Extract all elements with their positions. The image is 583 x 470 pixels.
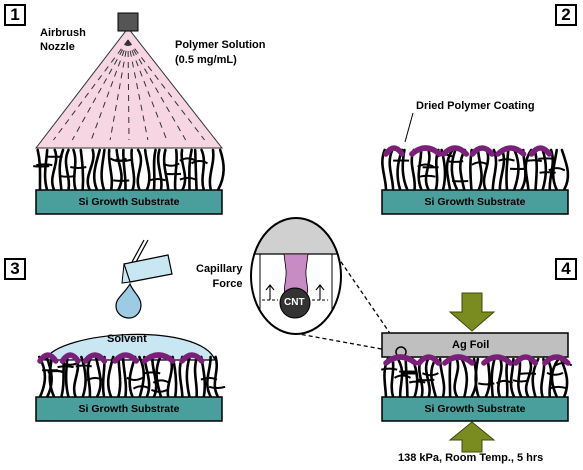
step-4-badge: 4 (555, 258, 577, 280)
panel-4 (380, 292, 573, 453)
substrate-1 (35, 189, 223, 215)
spray-dashes (53, 39, 205, 141)
inset-leader-bottom (287, 331, 399, 353)
substrate-label-4: Si Growth Substrate (424, 403, 526, 415)
polymer-coating-2 (383, 145, 553, 157)
substrate-2 (381, 189, 569, 215)
cnt-forest-1 (33, 148, 225, 192)
airbrush-nozzle (117, 12, 139, 32)
substrate-label-2: Si Growth Substrate (424, 196, 526, 208)
substrate-4 (381, 396, 569, 422)
cnt-forest-3 (38, 355, 226, 399)
solvent-droplet (115, 282, 142, 319)
polymer-coating-3 (37, 352, 205, 364)
nozzle-label: Airbrush Nozzle (40, 27, 86, 53)
pressure-arrow-bottom (448, 421, 496, 453)
panel-1 (33, 12, 225, 215)
solvent-label: Solvent (107, 333, 147, 345)
ag-foil-label: Ag Foil (452, 339, 490, 351)
substrate-label-3: Si Growth Substrate (78, 403, 180, 415)
polymer-solution-label: Polymer Solution (0.5 mg/mL) (175, 39, 266, 66)
step-3-badge: 3 (4, 258, 26, 280)
leader-line-dried (404, 112, 414, 143)
panel-2 (381, 112, 570, 215)
step-1-badge: 1 (4, 4, 26, 26)
pipette (121, 239, 173, 284)
step-2-badge: 2 (555, 4, 577, 26)
solvent-layer (44, 333, 216, 361)
cnt-circle (279, 287, 311, 319)
pressure-arrow-top (448, 292, 496, 332)
capillary-inset (250, 217, 399, 353)
cnt-label: CNT (284, 297, 305, 308)
substrate-3 (35, 396, 223, 422)
substrate-label-1: Si Growth Substrate (78, 196, 180, 208)
conditions-label: 138 kPa, Room Temp., 5 hrs (398, 452, 544, 464)
capillary-label: Capillary Force (196, 263, 243, 290)
spray-cone (34, 27, 224, 149)
inset-leader-top (336, 255, 399, 346)
ag-foil (381, 332, 569, 358)
dried-coating-label: Dried Polymer Coating (416, 100, 535, 112)
polymer-coating-4 (383, 354, 571, 366)
capillary-arrows (262, 284, 328, 301)
panel-3 (35, 239, 226, 422)
